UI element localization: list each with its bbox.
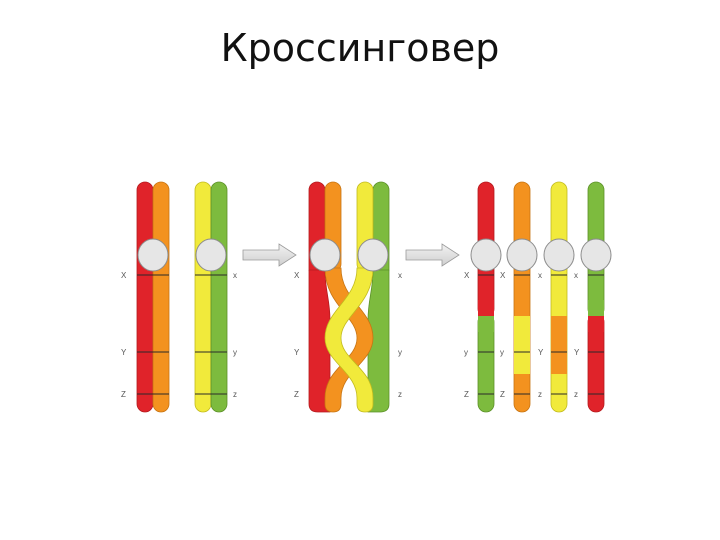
arrow-icon (242, 243, 297, 267)
gene-label: Z (464, 390, 469, 399)
chromatid-orange-twist (324, 267, 374, 413)
gene-label: z (574, 390, 578, 399)
stage-3-recombinants: X y Z X y Z x Y z x Y z (464, 181, 612, 413)
centromere (137, 238, 169, 272)
gene-label: y (500, 348, 504, 357)
gene-label: z (398, 390, 402, 399)
centromere (309, 238, 341, 272)
gene-label: z (538, 390, 542, 399)
gene-label: Z (500, 390, 505, 399)
gene-label: Z (121, 390, 126, 399)
gene-label: X (464, 271, 470, 280)
gene-label: y (464, 348, 468, 357)
gene-label: y (233, 348, 237, 357)
stage-1-chromosomes: X Y Z x y z (121, 181, 237, 413)
slide-title: Кроссинговер (220, 26, 500, 70)
gene-label: Z (294, 390, 299, 399)
arrow-icon (405, 243, 460, 267)
centromere (580, 238, 612, 272)
centromere (357, 238, 389, 272)
centromere (470, 238, 502, 272)
gene-label: X (500, 271, 506, 280)
gene-label: x (233, 271, 237, 280)
gene-label: y (398, 348, 402, 357)
gene-label: x (398, 271, 402, 280)
centromere (543, 238, 575, 272)
stage-2-crossing-over: X Y Z x y z (294, 181, 402, 413)
chromatid-yellow-twist (324, 267, 374, 413)
gene-label: X (294, 271, 300, 280)
centromere (195, 238, 227, 272)
chromatid-yellow (194, 181, 212, 413)
centromere (506, 238, 538, 272)
gene-label: x (574, 271, 578, 280)
gene-label: z (233, 390, 237, 399)
chromatid-green (210, 181, 228, 413)
gene-label: x (538, 271, 542, 280)
gene-label: Y (294, 348, 300, 357)
chromatid-orange (152, 181, 170, 413)
gene-label: X (121, 271, 127, 280)
gene-label: Y (574, 348, 580, 357)
chromatid-red (136, 181, 154, 413)
gene-label: Y (538, 348, 544, 357)
gene-label: Y (121, 348, 127, 357)
